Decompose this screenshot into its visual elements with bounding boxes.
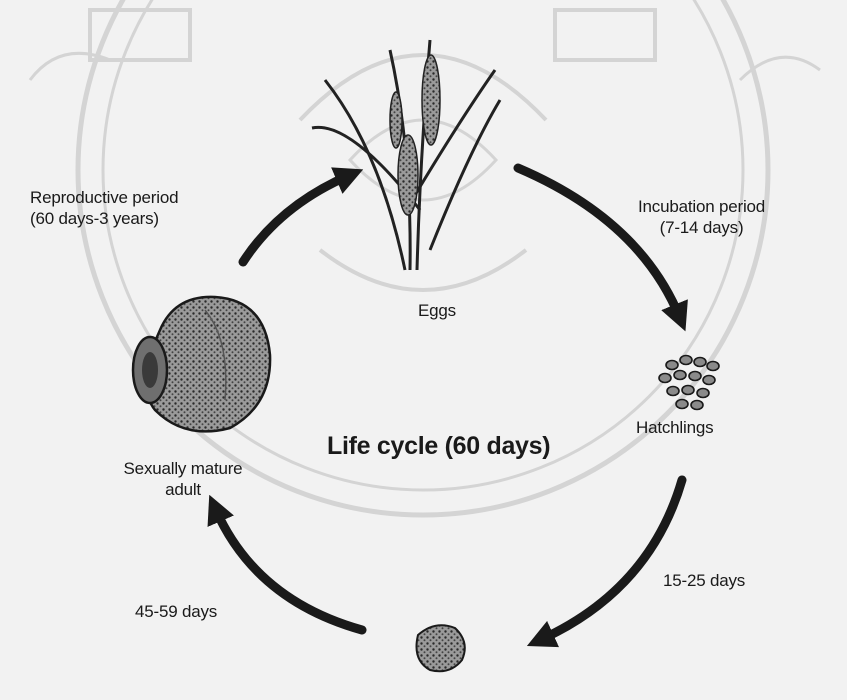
juvenile-snail-icon [417, 625, 465, 671]
adult-label-line2: adult [88, 479, 278, 500]
arrow-incubation [518, 168, 680, 318]
cycle-arrows [215, 168, 682, 640]
juvenile-to-adult-duration: 45-59 days [135, 601, 217, 622]
diagram-title: Life cycle (60 days) [327, 432, 550, 461]
reproductive-period-label: Reproductive period (60 days-3 years) [30, 187, 178, 229]
arrow-reproductive [243, 175, 350, 262]
adult-label-line1: Sexually mature [88, 458, 278, 479]
incubation-period-line2: (7-14 days) [638, 217, 765, 238]
adult-snail-icon [133, 297, 270, 432]
arrow-hatch-to-juvenile [540, 480, 682, 640]
incubation-period-label: Incubation period (7-14 days) [638, 196, 765, 238]
eggs-label: Eggs [418, 300, 456, 321]
eggs-on-stem-icon [312, 40, 500, 270]
adult-label: Sexually mature adult [88, 458, 278, 500]
reproductive-period-line1: Reproductive period [30, 187, 178, 208]
hatch-to-juvenile-duration: 15-25 days [663, 570, 745, 591]
incubation-period-line1: Incubation period [638, 196, 765, 217]
arrow-juvenile-to-adult [215, 508, 362, 630]
reproductive-period-line2: (60 days-3 years) [30, 208, 178, 229]
hatchlings-icon [659, 356, 719, 410]
hatchlings-label: Hatchlings [636, 417, 713, 438]
